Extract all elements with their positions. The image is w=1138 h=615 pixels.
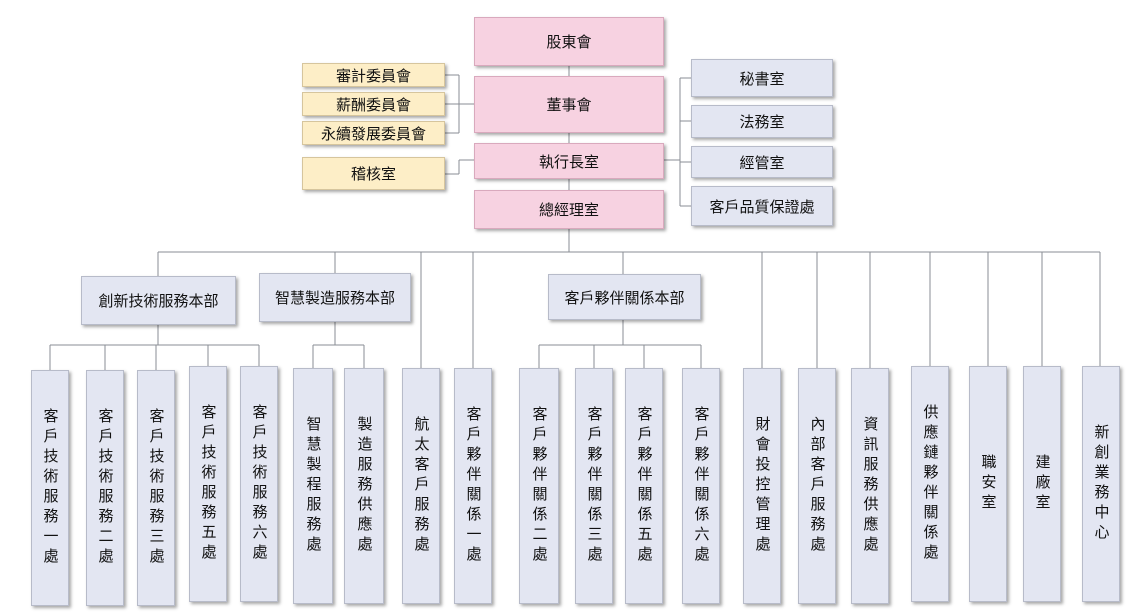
unit-cts1: 客戶技術服務一處 <box>31 370 69 606</box>
internal-audit-box: 稽核室 <box>302 157 445 190</box>
unit-aerospace: 航太客戶服務處 <box>402 368 440 604</box>
unit-cts1-label: 客戶技術服務一處 <box>41 408 60 568</box>
unit-new-biz: 新創業務中心 <box>1082 366 1120 602</box>
unit-cp5: 客戶夥伴關係五處 <box>625 368 663 604</box>
management-office-box: 經管室 <box>691 146 833 178</box>
unit-aerospace-label: 航太客戶服務處 <box>412 416 431 556</box>
unit-safety-label: 職安室 <box>979 454 998 514</box>
quality-assurance-box: 客戶品質保證處 <box>691 186 833 226</box>
unit-cp2-label: 客戶夥伴關係二處 <box>530 406 549 566</box>
audit-committee-box: 審計委員會 <box>302 63 445 87</box>
unit-cp3-label: 客戶夥伴關係三處 <box>585 406 604 566</box>
unit-supply-chain: 供應鏈夥伴關係處 <box>911 366 949 602</box>
management-office-label: 經管室 <box>739 153 785 172</box>
internal-audit-label: 稽核室 <box>350 165 396 183</box>
partner-division-label: 客戶夥伴關係本部 <box>564 288 685 307</box>
ceo-office-label: 執行長室 <box>538 152 599 171</box>
sustainability-committee-box: 永續發展委員會 <box>302 121 445 145</box>
unit-supply-chain-label: 供應鏈夥伴關係處 <box>921 404 940 564</box>
gm-office-box: 總經理室 <box>474 190 664 229</box>
unit-internal-cs: 內部客戶服務處 <box>798 368 836 604</box>
unit-cts3: 客戶技術服務三處 <box>137 370 175 606</box>
smart-mfg-division-box: 智慧製造服務本部 <box>259 273 411 322</box>
innovation-division-label: 創新技術服務本部 <box>98 292 219 310</box>
shareholders-box: 股東會 <box>474 17 664 66</box>
unit-internal-cs-label: 內部客戶服務處 <box>808 416 827 556</box>
unit-cp3: 客戶夥伴關係三處 <box>575 368 613 604</box>
unit-cts6-label: 客戶技術服務六處 <box>250 404 269 564</box>
unit-cts2: 客戶技術服務二處 <box>86 370 124 606</box>
unit-cts3-label: 客戶技術服務三處 <box>147 408 166 568</box>
unit-smart-process-label: 智慧製程服務處 <box>304 416 323 556</box>
shareholders-label: 股東會 <box>546 33 592 51</box>
unit-cts5: 客戶技術服務五處 <box>189 366 227 602</box>
unit-cts2-label: 客戶技術服務二處 <box>96 408 115 568</box>
board-label: 董事會 <box>546 96 592 114</box>
unit-safety: 職安室 <box>969 366 1007 602</box>
unit-finance-label: 財會投控管理處 <box>753 416 772 556</box>
audit-committee-label: 審計委員會 <box>335 66 411 85</box>
unit-cp5-label: 客戶夥伴關係五處 <box>635 406 654 566</box>
unit-new-biz-label: 新創業務中心 <box>1092 424 1111 544</box>
unit-smart-process: 智慧製程服務處 <box>293 368 333 604</box>
unit-cp2: 客戶夥伴關係二處 <box>519 368 559 604</box>
secretary-office-label: 秘書室 <box>739 69 785 88</box>
compensation-committee-box: 薪酬委員會 <box>302 92 445 116</box>
unit-construction-label: 建廠室 <box>1033 454 1052 514</box>
gm-office-label: 總經理室 <box>538 201 599 219</box>
unit-it-supply-label: 資訊服務供應處 <box>861 416 880 556</box>
ceo-office-box: 執行長室 <box>474 143 664 179</box>
legal-office-box: 法務室 <box>691 105 833 138</box>
unit-it-supply: 資訊服務供應處 <box>851 368 889 604</box>
unit-cp6: 客戶夥伴關係六處 <box>682 368 720 604</box>
unit-cp1-label: 客戶夥伴關係一處 <box>464 406 483 566</box>
unit-mfg-supply: 製造服務供應處 <box>344 368 384 604</box>
sustainability-committee-label: 永續發展委員會 <box>320 124 426 143</box>
partner-division-box: 客戶夥伴關係本部 <box>548 274 701 320</box>
unit-finance: 財會投控管理處 <box>743 368 781 604</box>
unit-cp1: 客戶夥伴關係一處 <box>454 368 492 604</box>
board-box: 董事會 <box>474 76 664 133</box>
legal-office-label: 法務室 <box>739 113 785 131</box>
unit-mfg-supply-label: 製造服務供應處 <box>355 416 374 556</box>
unit-cts6: 客戶技術服務六處 <box>240 366 278 602</box>
innovation-division-box: 創新技術服務本部 <box>81 276 236 325</box>
smart-mfg-division-label: 智慧製造服務本部 <box>274 289 395 307</box>
quality-assurance-label: 客戶品質保證處 <box>709 197 815 216</box>
unit-cp6-label: 客戶夥伴關係六處 <box>692 406 711 566</box>
unit-cts5-label: 客戶技術服務五處 <box>199 404 218 564</box>
compensation-committee-label: 薪酬委員會 <box>335 95 411 114</box>
secretary-office-box: 秘書室 <box>691 59 833 97</box>
unit-construction: 建廠室 <box>1023 366 1061 602</box>
